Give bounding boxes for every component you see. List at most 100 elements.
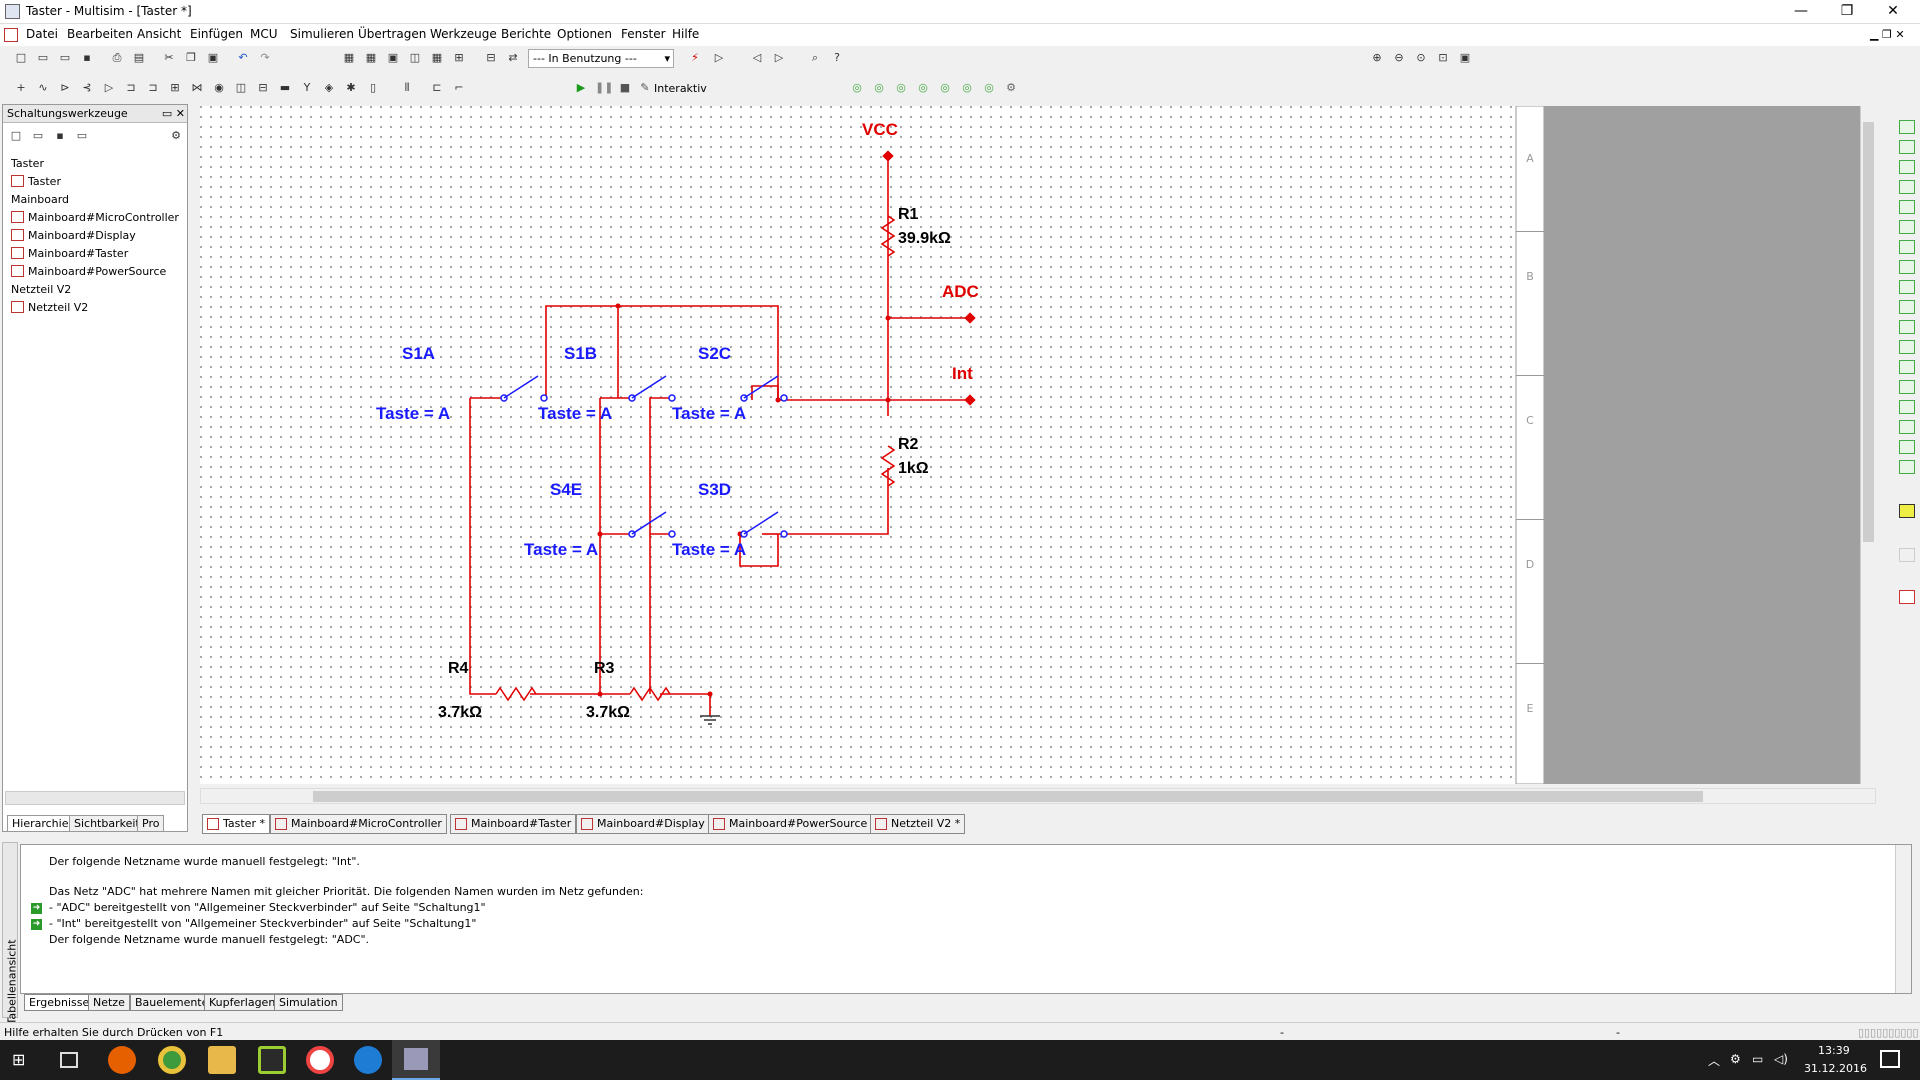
agilent-scope-icon[interactable] [1899,440,1915,454]
distortion-analyzer-icon[interactable] [1899,340,1915,354]
database-icon[interactable]: ▣ [387,51,399,64]
panel-settings-icon[interactable]: ⚙ [171,129,181,142]
firefox-icon[interactable] [108,1046,136,1074]
interactive-icon[interactable]: ✎ [640,81,650,94]
redo-icon[interactable]: ↷ [260,51,270,64]
probe-voltage-icon[interactable]: ◎ [874,81,884,94]
spreadsheet-side-label[interactable]: Tabellenansicht [5,939,19,1025]
tray-chevron-icon[interactable]: ︿ [1708,1054,1721,1068]
document-icon[interactable] [4,28,18,42]
tree-item-taster[interactable]: Taster [11,175,61,188]
open-file-icon[interactable]: ▭ [37,51,49,64]
paste-icon[interactable]: ▣ [207,51,219,64]
tree-item-display[interactable]: Mainboard#Display [11,229,136,242]
function-generator-icon[interactable] [1899,140,1915,154]
net-label-vcc[interactable]: VCC [862,120,898,139]
diode-component-icon[interactable]: ⊳ [60,81,70,94]
in-use-list-combo[interactable]: --- In Benutzung ---▾ [528,49,674,68]
switch-s3d-key[interactable]: Taste = A [672,540,747,559]
menu-uebertragen[interactable]: Übertragen [358,27,427,41]
net-label-int[interactable]: Int [952,364,973,383]
sheet-tab-netzteil[interactable]: Netzteil V2 * [870,814,966,834]
open-design-icon[interactable]: ▭ [32,129,44,142]
zoom-page-icon[interactable]: ⊡ [1438,51,1448,64]
tree-item-netzteil[interactable]: Netzteil V2 [11,301,88,314]
probe-diff-icon[interactable]: ◎ [940,81,950,94]
four-channel-scope-icon[interactable] [1899,200,1915,214]
forward-annotate-icon[interactable]: ⇄ [508,51,518,64]
switch-s1a-name[interactable]: S1A [402,344,436,363]
menu-werkzeuge[interactable]: Werkzeuge [430,27,497,41]
zoom-in-icon[interactable]: ⊕ [1372,51,1382,64]
power-component-icon[interactable]: ◫ [235,81,247,94]
cmos-component-icon[interactable]: ⊐ [148,81,158,94]
r1-name[interactable]: R1 [898,206,919,223]
menu-einfuegen[interactable]: Einfügen [190,27,243,41]
word-generator-icon[interactable] [1899,260,1915,274]
tray-app-icon[interactable]: ⚙ [1730,1052,1741,1066]
probe-power-icon[interactable]: ◎ [918,81,928,94]
hscroll-thumb[interactable] [313,791,1703,802]
wattmeter-icon[interactable] [1899,160,1915,174]
mdi-controls[interactable]: ▁ ❐ ✕ [1870,28,1905,41]
full-screen-icon[interactable]: ▣ [1459,51,1471,64]
volume-icon[interactable]: ◁) [1774,1052,1788,1066]
search-icon[interactable]: ⌕ [811,51,819,64]
logic-analyzer-icon[interactable] [1899,300,1915,314]
itunes-icon[interactable] [306,1046,334,1074]
r3-name[interactable]: R3 [594,660,615,677]
logic-converter-icon[interactable] [1899,280,1915,294]
zoom-out-icon[interactable]: ⊖ [1394,51,1404,64]
run-simulation-icon[interactable]: ▶ [576,81,586,94]
file-explorer-icon[interactable] [208,1046,236,1074]
electrical-rules-icon[interactable]: ⊟ [486,51,496,64]
multimeter-icon[interactable] [1899,120,1915,134]
app-icon[interactable] [5,4,20,19]
panel-hscrollbar[interactable] [5,791,185,805]
xsplit-icon[interactable] [258,1046,286,1074]
switch-s1a-key[interactable]: Taste = A [376,404,451,423]
menu-berichte[interactable]: Berichte [501,27,552,41]
action-center-icon[interactable] [1880,1050,1900,1068]
canvas-hscrollbar[interactable] [200,788,1876,804]
pause-simulation-icon[interactable]: ❚❚ [595,81,614,94]
open-sample-icon[interactable]: ▭ [59,51,71,64]
tree-item-powersource[interactable]: Mainboard#PowerSource [11,265,166,278]
switch-s4e-key[interactable]: Taste = A [524,540,599,559]
tab-simulation[interactable]: Simulation [274,994,343,1011]
link-arrow-icon[interactable]: ➜ [31,903,42,914]
network-analyzer-icon[interactable] [1899,380,1915,394]
r4-name[interactable]: R4 [448,660,469,677]
stop-simulation-icon[interactable]: ■ [619,81,631,94]
menu-hilfe[interactable]: Hilfe [672,27,700,41]
net-label-adc[interactable]: ADC [942,282,979,301]
sheet-tab-microcontroller[interactable]: Mainboard#MicroController [270,814,447,834]
sheet-tab-taster[interactable]: Taster * [202,814,270,834]
probe-digital-icon[interactable]: ◎ [962,81,972,94]
menu-mcu[interactable]: MCU [250,27,278,41]
tektronix-scope-icon[interactable] [1899,460,1915,474]
save-icon[interactable]: ▪ [83,51,91,64]
canvas-vscrollbar[interactable] [1860,106,1876,784]
menu-bearbeiten[interactable]: Bearbeiten [67,27,133,41]
rf-component-icon[interactable]: ▬ [279,81,291,94]
oscilloscope-icon[interactable] [1899,180,1915,194]
undo-icon[interactable]: ↶ [238,51,248,64]
network-icon[interactable]: ▭ [1752,1052,1764,1066]
tab-bauelemente[interactable]: Bauelemente [130,994,214,1011]
connector-component-icon[interactable]: ◈ [324,81,334,94]
tab-kupferlagen[interactable]: Kupferlagen [204,994,281,1011]
bus-icon[interactable]: ⫴ [404,81,410,94]
minimize-button[interactable]: — [1794,3,1808,19]
transistor-component-icon[interactable]: ⊰ [82,81,92,94]
switch-s2c-name[interactable]: S2C [698,344,732,363]
probe-current-icon[interactable]: ◎ [896,81,906,94]
agilent-generator-icon[interactable] [1899,400,1915,414]
chrome-icon[interactable] [158,1046,186,1074]
agilent-multimeter-icon[interactable] [1899,420,1915,434]
task-view-icon[interactable] [60,1052,78,1068]
sheet-tab-display[interactable]: Mainboard#Display [576,814,710,834]
ttl-component-icon[interactable]: ⊐ [126,81,136,94]
postprocessor-icon[interactable]: ▦ [431,51,443,64]
basic-component-icon[interactable]: ∿ [38,81,48,94]
